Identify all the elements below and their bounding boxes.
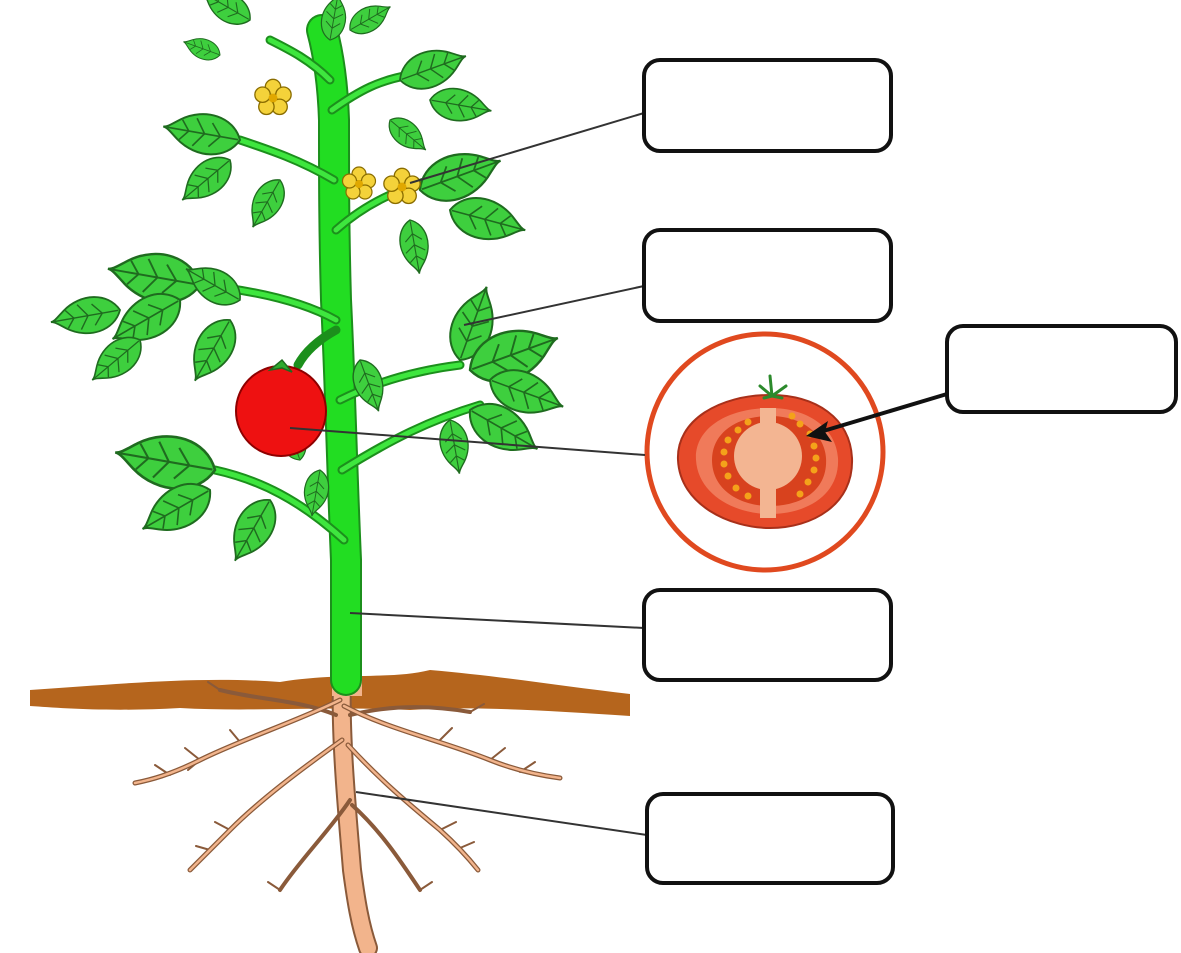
label-box-stem[interactable] bbox=[642, 588, 893, 682]
label-box-seed[interactable] bbox=[945, 324, 1178, 414]
leader-line-stem bbox=[350, 613, 644, 628]
tomato-fruit bbox=[236, 360, 326, 456]
tomato-cross-section bbox=[647, 334, 883, 570]
root-system bbox=[135, 682, 560, 948]
plant-stem bbox=[322, 30, 346, 680]
leader-line-flower bbox=[410, 113, 644, 183]
label-box-root[interactable] bbox=[645, 792, 895, 885]
leader-line-root bbox=[356, 792, 647, 835]
label-box-leaf[interactable] bbox=[642, 228, 893, 323]
label-box-flower[interactable] bbox=[642, 58, 893, 153]
leaves bbox=[48, 0, 570, 570]
